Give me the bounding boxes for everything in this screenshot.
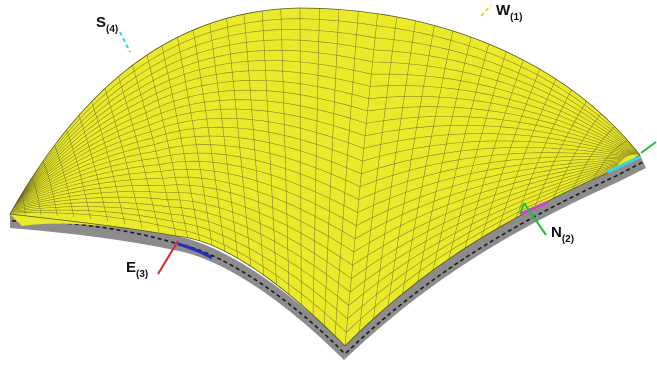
mesh-line [10, 135, 628, 209]
mesh-line [10, 108, 631, 209]
shell-surface [10, 8, 640, 346]
mesh-line [10, 49, 637, 212]
mesh-line [10, 163, 620, 280]
patch-corner [607, 155, 641, 174]
label-e: E(3) [126, 259, 148, 280]
shell-mesh [10, 8, 640, 346]
shell-outline [9, 7, 641, 347]
mesh-line [10, 167, 617, 320]
patch-n [519, 200, 549, 216]
mesh-line [10, 39, 638, 213]
marker-n [523, 202, 547, 236]
label-n: N(2) [551, 224, 574, 245]
marker-s [119, 31, 131, 53]
mesh-line [10, 162, 621, 266]
mesh-line [10, 18, 640, 214]
mesh-line [10, 161, 622, 253]
mesh-line [10, 29, 639, 213]
patch-e [177, 242, 213, 260]
mesh-line [10, 60, 636, 211]
edge-dash-right [345, 161, 644, 354]
label-w: W(1) [496, 2, 522, 23]
marker-e [157, 240, 179, 275]
mesh-line [10, 158, 624, 213]
mesh-line [10, 160, 623, 240]
marker-corner [640, 141, 657, 154]
mesh-line [10, 159, 624, 227]
mesh-line [10, 70, 635, 211]
mesh-line [10, 144, 627, 209]
mesh-line [10, 126, 629, 209]
mesh-line [10, 164, 619, 293]
mesh-line [10, 89, 633, 210]
mesh-line [10, 168, 616, 333]
label-s: S(4) [96, 14, 118, 35]
mesh-line [10, 118, 630, 209]
mesh-line [10, 165, 618, 306]
mesh-line [10, 80, 634, 210]
marker-w [480, 4, 492, 17]
marker-n-stub [519, 202, 525, 215]
mesh-line [10, 99, 632, 209]
mesh-line [10, 152, 626, 209]
